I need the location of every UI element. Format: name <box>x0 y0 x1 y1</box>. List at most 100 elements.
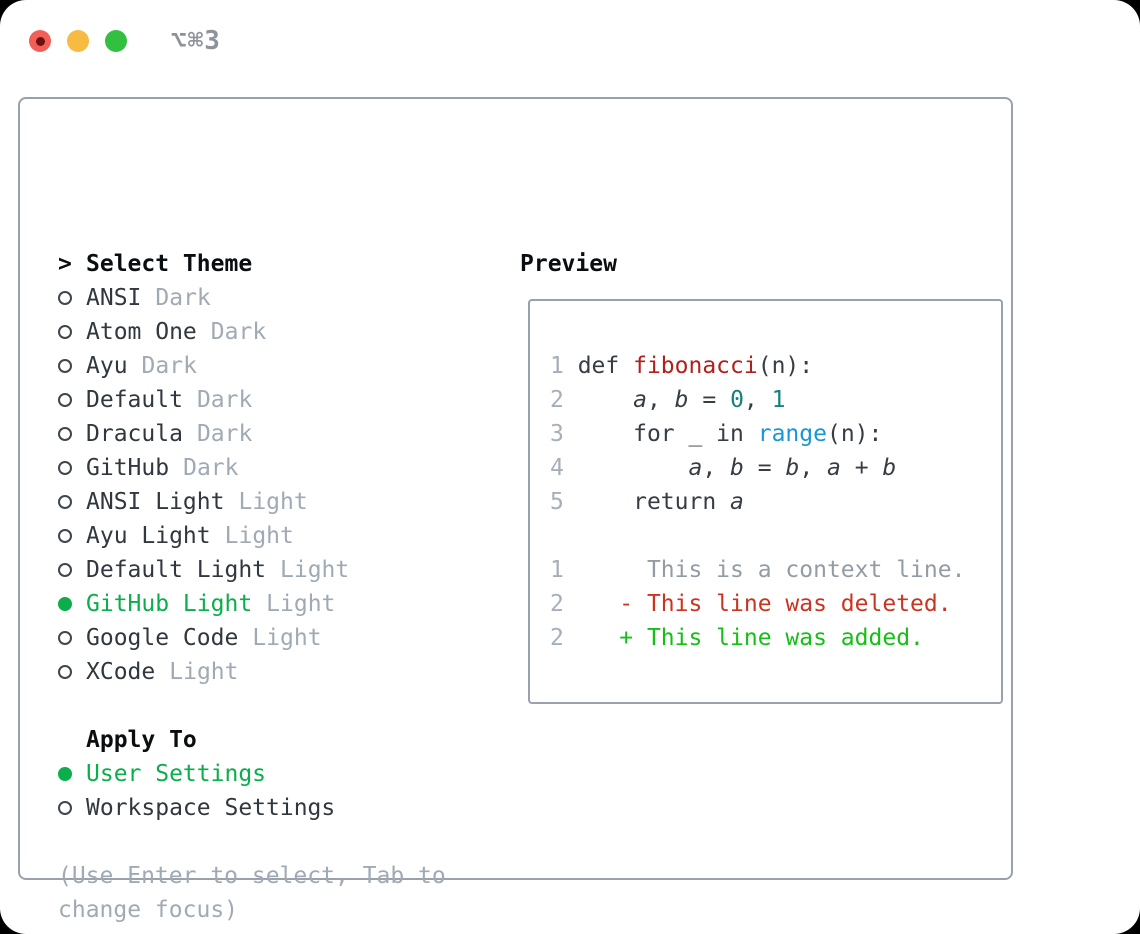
code-segment-code: , <box>702 455 731 481</box>
radio-unselected-icon <box>58 359 72 373</box>
radio-unselected-icon <box>58 291 72 305</box>
option-label: User Settings <box>86 761 267 787</box>
apply-to-title: Apply To <box>86 727 197 753</box>
theme-variant-tag: Light <box>238 489 308 515</box>
code-segment-code: = <box>688 387 731 413</box>
radio-marker <box>58 495 86 509</box>
theme-list-header-row: > Select Theme <box>58 247 349 281</box>
theme-list-title: Select Theme <box>86 251 253 277</box>
radio-marker <box>58 801 86 815</box>
code-segment-var: a <box>730 489 744 515</box>
radio-marker <box>58 359 86 373</box>
code-segment-code: , <box>646 387 675 413</box>
radio-marker <box>58 393 86 407</box>
theme-variant-tag: Light <box>169 659 239 685</box>
theme-variant-tag: Light <box>266 591 336 617</box>
code-segment-ln: 5 <box>550 489 578 515</box>
option-label: Atom One <box>86 319 197 345</box>
code-segment-code <box>578 455 689 481</box>
radio-unselected-icon <box>58 801 72 815</box>
option-label: ANSI <box>86 285 142 311</box>
code-segment-ln: 2 <box>550 387 578 413</box>
code-segment-var: b <box>785 455 800 481</box>
code-segment-code <box>578 591 620 617</box>
code-segment-ln: 1 <box>550 353 578 379</box>
radio-unselected-icon <box>58 393 72 407</box>
code-segment-code: = <box>743 455 786 481</box>
theme-option[interactable]: XCode Light <box>58 655 349 689</box>
theme-option[interactable]: ANSI Dark <box>58 281 349 315</box>
radio-unselected-icon <box>58 529 72 543</box>
zoom-button[interactable] <box>105 30 127 52</box>
code-segment-code: def <box>577 353 634 379</box>
apply-option[interactable]: User Settings <box>58 757 335 791</box>
theme-option[interactable]: GitHub Light Light <box>58 587 349 621</box>
preview-code-line: 2 - This line was deleted. <box>550 587 1001 621</box>
theme-variant-tag: Light <box>224 523 294 549</box>
preview-code-line <box>550 519 1001 553</box>
code-segment-builtin: range <box>757 421 827 447</box>
code-segment-var: a <box>688 455 703 481</box>
hint-text: (Use Enter to select, Tab to change focu… <box>58 863 446 923</box>
preview-code-line: 3 for _ in range(n): <box>550 417 1001 451</box>
option-label: Default <box>86 387 183 413</box>
code-segment-numlit: 1 <box>771 387 786 413</box>
close-button[interactable] <box>29 30 51 52</box>
code-segment-var: a <box>633 387 647 413</box>
code-segment-code: for _ in <box>577 421 758 447</box>
radio-unselected-icon <box>58 461 72 475</box>
radio-unselected-icon <box>58 325 72 339</box>
code-segment-del: - This line was deleted. <box>619 591 952 617</box>
window-title: ⌥⌘3 <box>171 26 221 56</box>
radio-unselected-icon <box>58 665 72 679</box>
preview-code-line: 1 This is a context line. <box>550 553 1001 587</box>
radio-marker <box>58 631 86 645</box>
radio-marker <box>58 325 86 339</box>
radio-marker <box>58 597 86 611</box>
theme-variant-tag: Dark <box>183 455 239 481</box>
option-label: Ayu <box>86 353 128 379</box>
radio-unselected-icon <box>58 563 72 577</box>
preview-code-line: 2 + This line was added. <box>550 621 1001 655</box>
code-segment-var: b <box>730 455 744 481</box>
code-segment-var: b <box>674 387 689 413</box>
option-label: XCode <box>86 659 156 685</box>
titlebar: ⌥⌘3 <box>29 26 221 56</box>
apply-option[interactable]: Workspace Settings <box>58 791 335 825</box>
theme-variant-tag: Dark <box>155 285 211 311</box>
theme-option[interactable]: Default Dark <box>58 383 349 417</box>
theme-variant-tag: Dark <box>196 421 253 447</box>
code-segment-code: (n): <box>757 353 814 379</box>
code-segment-code: , <box>743 387 772 413</box>
option-label: Google Code <box>86 625 239 651</box>
theme-option[interactable]: Ayu Dark <box>58 349 349 383</box>
code-segment-code: return <box>577 489 731 515</box>
minimize-button[interactable] <box>67 30 89 52</box>
radio-marker <box>58 563 86 577</box>
code-segment-code: (n): <box>826 421 883 447</box>
radio-marker <box>58 461 86 475</box>
preview-code-line: 1 def fibonacci(n): <box>550 349 1001 383</box>
theme-variant-tag: Dark <box>196 387 253 413</box>
radio-selected-icon <box>58 767 72 781</box>
option-label: ANSI Light <box>86 489 225 515</box>
code-segment-ctx: This is a context line. <box>577 557 966 583</box>
code-segment-func: fibonacci <box>633 353 758 379</box>
theme-variant-tag: Dark <box>141 353 197 379</box>
radio-selected-icon <box>58 597 72 611</box>
option-label: GitHub Light <box>86 591 253 617</box>
theme-option[interactable]: ANSI Light Light <box>58 485 349 519</box>
selection-arrow-icon: > <box>58 251 72 277</box>
radio-marker <box>58 665 86 679</box>
